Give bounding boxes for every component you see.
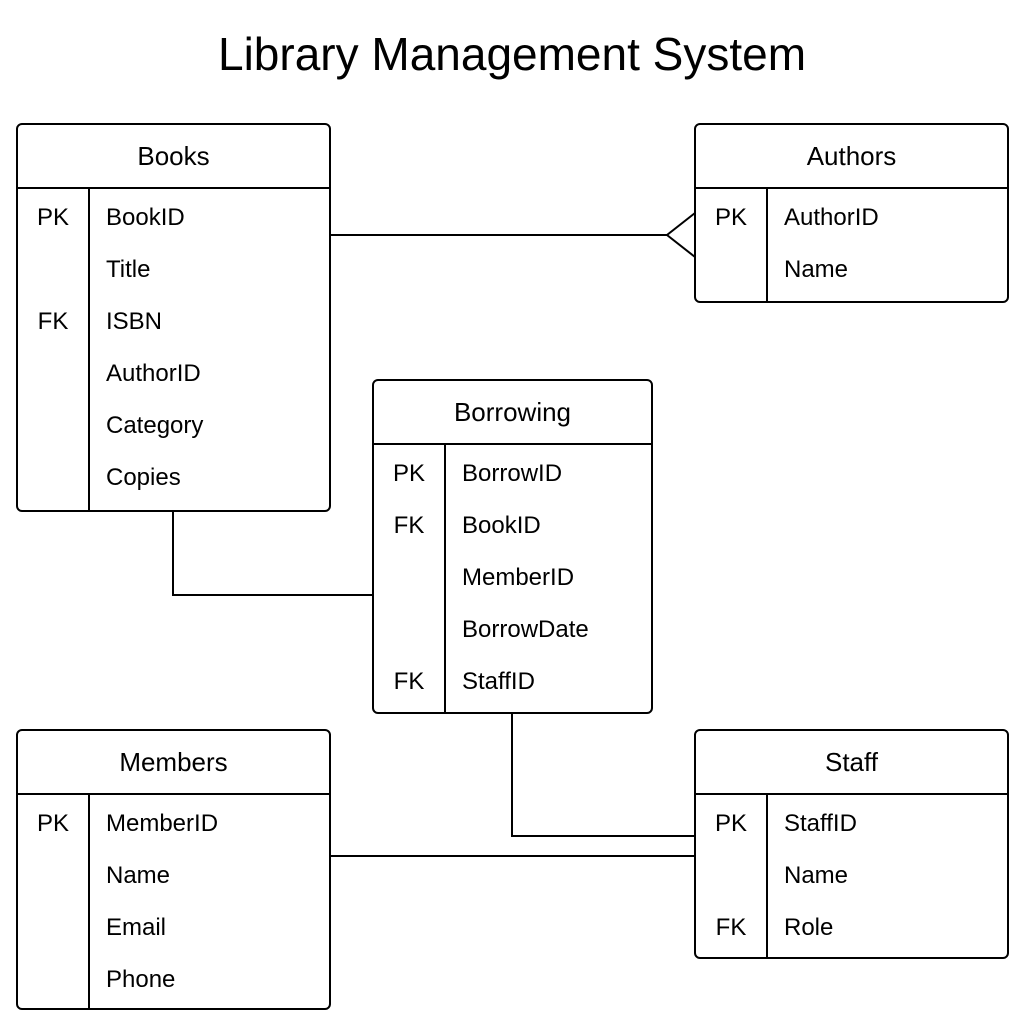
entity-borrowing-name: Borrowing	[374, 381, 651, 445]
entity-authors-name: Authors	[696, 125, 1007, 189]
attribute-name: AuthorID	[106, 360, 201, 387]
key-label: FK	[37, 308, 69, 335]
key-label: PK	[714, 810, 747, 837]
attribute-row: Phone	[18, 954, 329, 1006]
entity-staff-body: PK StaffID Name FK Role	[696, 795, 1007, 957]
attribute-name: BookID	[106, 204, 185, 231]
key-column-divider	[766, 189, 768, 301]
attribute-row: FK ISBN	[18, 296, 329, 348]
entity-books-body: PK BookID Title FK ISBN AuthorID Categor…	[18, 189, 329, 510]
attribute-row: PK AuthorID	[696, 192, 1007, 244]
key-label: PK	[36, 204, 69, 231]
key-label: FK	[715, 914, 747, 941]
attribute-name: AuthorID	[784, 204, 879, 231]
attribute-row: PK StaffID	[696, 798, 1007, 850]
attribute-name: Name	[784, 256, 849, 283]
attribute-name: Email	[106, 914, 167, 941]
attribute-row: Category	[18, 400, 329, 452]
entity-staff: Staff PK StaffID Name FK Role	[694, 729, 1009, 959]
attribute-name: Phone	[106, 966, 176, 993]
key-column-divider	[444, 445, 446, 712]
attribute-row: PK BookID	[18, 192, 329, 244]
attribute-row: Name	[696, 244, 1007, 296]
attribute-name: MemberID	[462, 564, 575, 591]
key-label: FK	[393, 512, 425, 539]
key-label: FK	[393, 668, 425, 695]
attribute-row: Email	[18, 902, 329, 954]
entity-borrowing: Borrowing PK BorrowID FK BookID MemberID…	[372, 379, 653, 714]
key-label: PK	[714, 204, 747, 231]
attribute-row: FK BookID	[374, 500, 651, 552]
key-label: PK	[36, 810, 69, 837]
entity-books-name: Books	[18, 125, 329, 189]
entity-staff-name: Staff	[696, 731, 1007, 795]
attribute-row: MemberID	[374, 552, 651, 604]
attribute-row: Title	[18, 244, 329, 296]
key-column-divider	[88, 189, 90, 510]
attribute-row: PK MemberID	[18, 798, 329, 850]
attribute-name: Name	[106, 862, 171, 889]
attribute-row: Name	[18, 850, 329, 902]
diagram-title: Library Management System	[217, 28, 807, 80]
attribute-name: BorrowDate	[462, 616, 589, 643]
attribute-row: PK BorrowID	[374, 448, 651, 500]
attribute-name: Role	[784, 914, 834, 941]
attribute-row: AuthorID	[18, 348, 329, 400]
entity-authors: Authors PK AuthorID Name	[694, 123, 1009, 303]
key-column-divider	[766, 795, 768, 957]
entity-members-name: Members	[18, 731, 329, 795]
attribute-name: Category	[106, 412, 204, 439]
entity-borrowing-body: PK BorrowID FK BookID MemberID BorrowDat…	[374, 445, 651, 712]
key-label: PK	[392, 460, 425, 487]
attribute-row: Copies	[18, 452, 329, 504]
attribute-name: StaffID	[784, 810, 857, 837]
key-column-divider	[88, 795, 90, 1008]
attribute-name: ISBN	[106, 308, 163, 335]
attribute-name: StaffID	[462, 668, 535, 695]
entity-authors-body: PK AuthorID Name	[696, 189, 1007, 301]
attribute-name: Name	[784, 862, 849, 889]
attribute-row: BorrowDate	[374, 604, 651, 656]
crows-foot-marker	[665, 212, 696, 258]
relationship-books-borrowing	[172, 512, 373, 596]
attribute-name: Copies	[106, 464, 181, 491]
relationship-borrowing-staff	[511, 713, 695, 837]
attribute-name: BorrowID	[462, 460, 563, 487]
attribute-name: Title	[106, 256, 151, 283]
attribute-row: FK Role	[696, 902, 1007, 954]
entity-members-body: PK MemberID Name Email Phone	[18, 795, 329, 1008]
entity-books: Books PK BookID Title FK ISBN AuthorID C…	[16, 123, 331, 512]
attribute-name: MemberID	[106, 810, 219, 837]
attribute-row: Name	[696, 850, 1007, 902]
attribute-row: FK StaffID	[374, 656, 651, 708]
attribute-name: BookID	[462, 512, 541, 539]
entity-members: Members PK MemberID Name Email Phone	[16, 729, 331, 1010]
